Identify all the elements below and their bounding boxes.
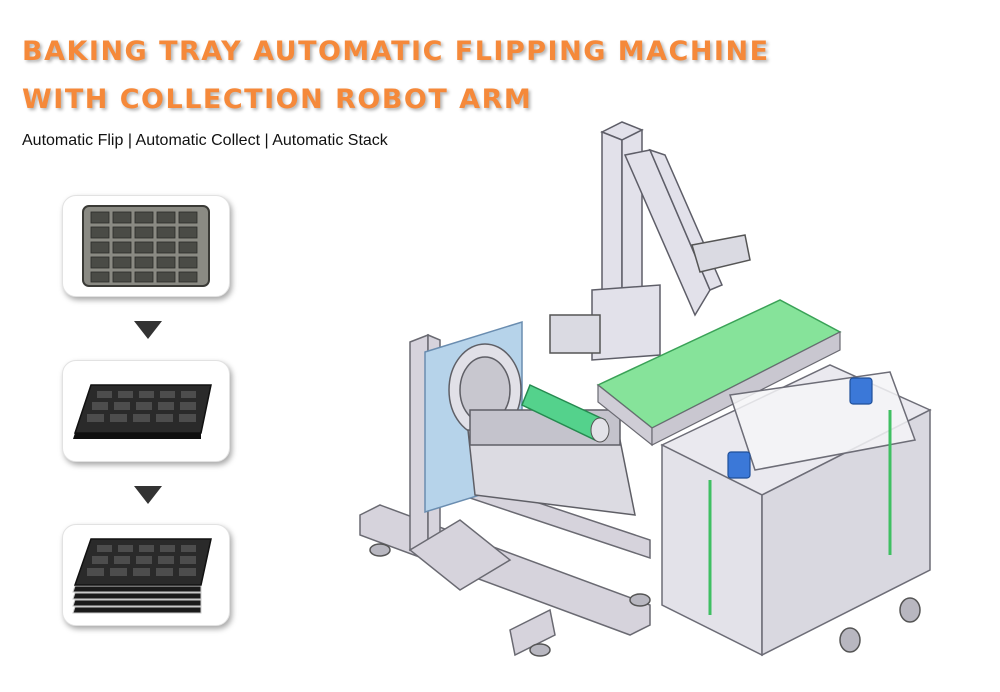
lift-chain [708,410,892,615]
robot-arm [591,121,723,361]
title-line-1: BAKING TRAY AUTOMATIC FLIPPING MACHINE [22,36,770,67]
page-title: BAKING TRAY AUTOMATIC FLIPPING MACHINE W… [22,28,770,124]
gear-motor [727,377,873,479]
servo-motor [549,234,751,354]
subtitle: Automatic Flip | Automatic Collect | Aut… [22,132,388,149]
flipper-drum [448,343,636,516]
down-arrow-icon [134,486,162,504]
step-card-upright-tray [62,195,230,297]
tray-flipped-icon [73,384,212,439]
tray-upright-icon [82,205,210,287]
step-card-stacked-trays [62,524,230,626]
caster-wheel [369,543,921,657]
title-line-2: WITH COLLECTION ROBOT ARM [22,84,533,115]
machine-illustration [359,121,932,657]
down-arrow-icon [134,321,162,339]
green-roller [521,383,610,443]
tray-stack-icon [72,538,212,614]
step-card-flipped-tray [62,360,230,462]
